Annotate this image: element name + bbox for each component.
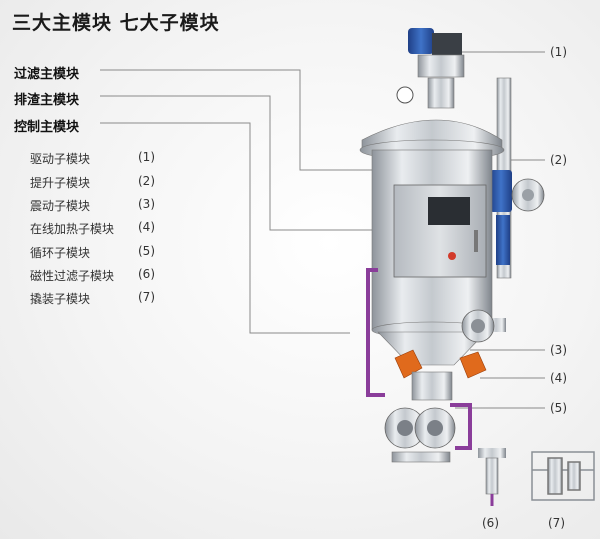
heating-units bbox=[394, 349, 487, 401]
sub-module-name-lift: 提升子模块 bbox=[30, 176, 91, 190]
sub-module-name-heating: 在线加热子模块 bbox=[30, 222, 115, 236]
sub-module-name-skid: 撬装子模块 bbox=[30, 292, 91, 306]
callout-5: (5) bbox=[550, 401, 567, 415]
lift-column bbox=[490, 77, 545, 279]
leader-lines bbox=[100, 51, 545, 409]
callout-4: (4) bbox=[550, 371, 567, 385]
sub-module-num-magnetic: (6) bbox=[138, 267, 155, 281]
thumbnail-label-7: (7) bbox=[548, 516, 565, 530]
sub-module-num-vibration: (3) bbox=[138, 197, 155, 211]
sub-module-num-heating: (4) bbox=[138, 220, 155, 234]
circulation-pipe bbox=[366, 268, 472, 450]
sub-module-num-drive: (1) bbox=[138, 150, 155, 164]
callout-1: (1) bbox=[550, 45, 567, 59]
drive-motor bbox=[396, 28, 465, 109]
thumbnail-label-6: (6) bbox=[482, 516, 499, 530]
callout-3: (3) bbox=[550, 343, 567, 357]
main-module-control: 控制主模块 bbox=[14, 120, 80, 135]
sub-module-name-circulation: 循环子模块 bbox=[30, 246, 91, 260]
sub-module-num-lift: (2) bbox=[138, 174, 155, 188]
sub-module-num-circulation: (5) bbox=[138, 244, 155, 258]
magnetic-filter-drawing bbox=[478, 448, 506, 506]
control-cabinet bbox=[393, 184, 487, 278]
sub-module-name-vibration: 震动子模块 bbox=[30, 199, 91, 213]
skid-frame-drawing bbox=[531, 451, 595, 501]
circulation-pump bbox=[384, 407, 456, 463]
sub-module-name-drive: 驱动子模块 bbox=[30, 152, 91, 166]
sub-module-num-skid: (7) bbox=[138, 290, 155, 304]
outlet-flange bbox=[461, 309, 506, 343]
main-module-slag-discharge: 排渣主模块 bbox=[14, 93, 80, 108]
page-title: 三大主模块 七大子模块 bbox=[12, 12, 220, 34]
main-module-filtration: 过滤主模块 bbox=[14, 67, 80, 82]
callout-2: (2) bbox=[550, 153, 567, 167]
sub-module-name-magnetic: 磁性过滤子模块 bbox=[30, 269, 115, 283]
